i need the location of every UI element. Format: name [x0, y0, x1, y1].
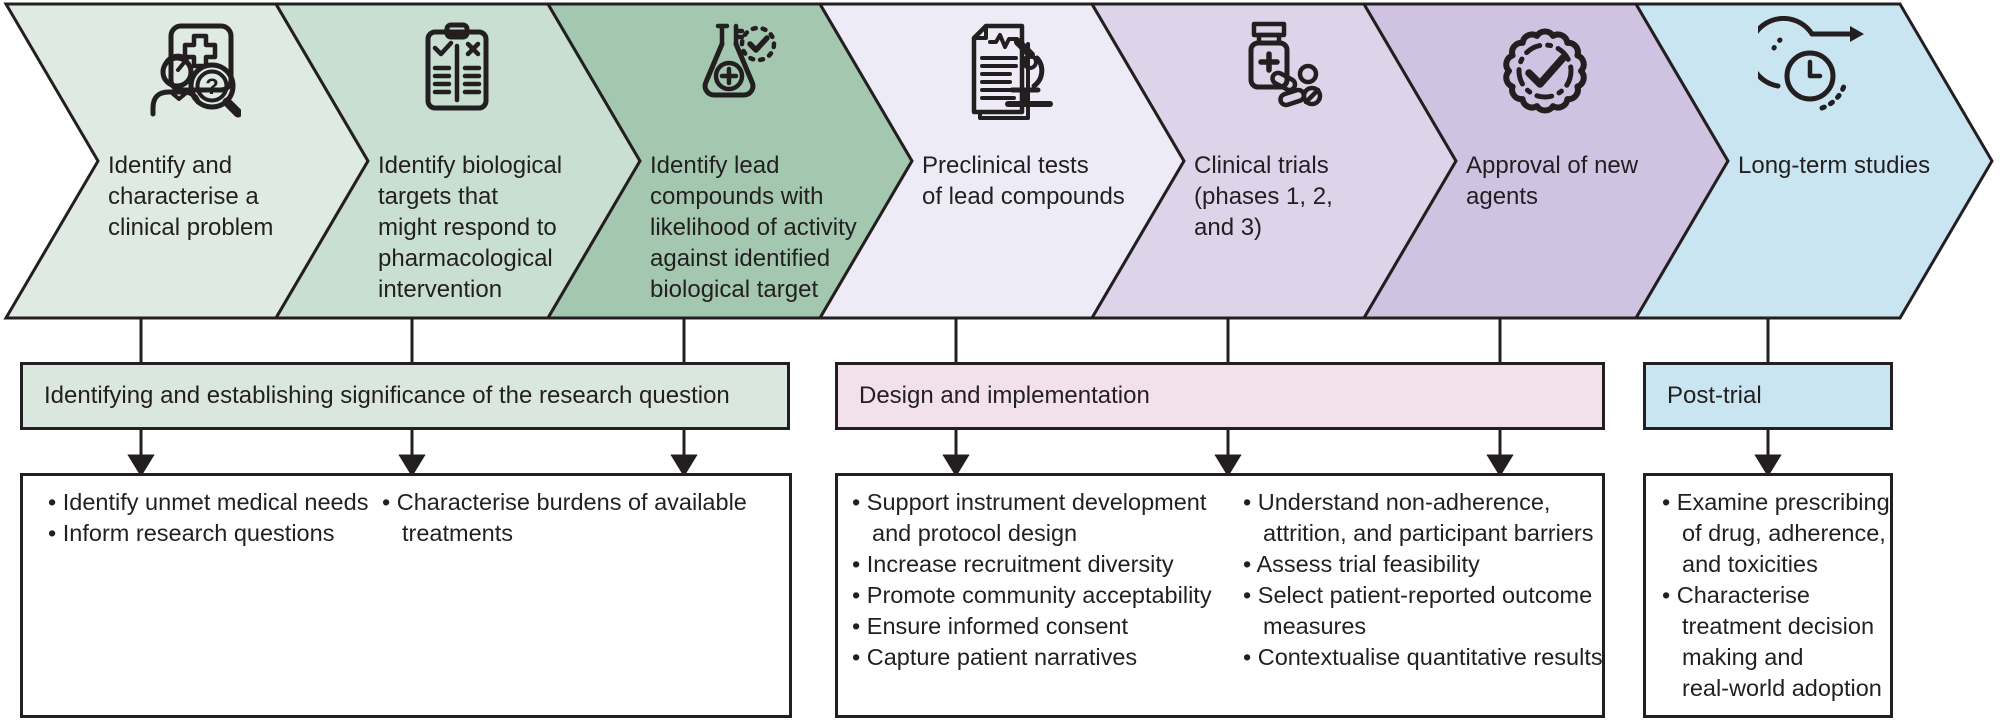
chevron-label-5: Clinical trials (phases 1, 2, and 3) — [1194, 152, 1333, 241]
chevron-label-7: Long-term studies — [1738, 152, 1931, 179]
list-item: Characterise treatment decision making a… — [1662, 580, 1892, 704]
list-item: Contextualise quantitative results — [1243, 642, 1613, 673]
approval-badge-icon — [1490, 16, 1600, 126]
history-clock-icon — [1746, 15, 1868, 126]
list-item: Identify unmet medical needs — [48, 487, 378, 518]
design-bullets-col2: Understand non-adherence, attrition, and… — [1243, 487, 1613, 673]
list-item: Inform research questions — [48, 518, 378, 549]
phase-bar-significance: Identifying and establishing significanc… — [20, 362, 790, 430]
pill-bottle-icon — [1218, 16, 1328, 126]
checklist-clipboard-icon — [402, 16, 512, 126]
svg-text:?: ? — [205, 74, 218, 99]
chevron-label-1: Identify and characterise a clinical pro… — [108, 152, 274, 241]
chevron-shape-7 — [1633, 2, 1994, 320]
chevron-to-bar-connectors — [139, 317, 1770, 362]
list-item: Assess trial feasibility — [1243, 549, 1613, 580]
chevron-label-3: Identify lead compounds with likelihood … — [650, 152, 857, 303]
significance-bullets-col1: Identify unmet medical needsInform resea… — [48, 487, 378, 549]
list-item: Ensure informed consent — [852, 611, 1242, 642]
document-microscope-icon — [946, 16, 1056, 126]
phase-bar-design-implementation: Design and implementation — [835, 362, 1605, 430]
post-trial-bullets: Examine prescribing of drug, adherence, … — [1662, 487, 1892, 704]
flask-check-icon — [674, 16, 784, 126]
chevron-label-2: Identify biological targets that might r… — [378, 152, 563, 303]
list-item: Characterise burdens of available treatm… — [382, 487, 782, 549]
bar-to-box-arrows — [127, 429, 1782, 477]
list-item: Promote community acceptability — [852, 580, 1242, 611]
phase-bar-title: Identifying and establishing significanc… — [44, 382, 730, 409]
phase-bar-post-trial: Post-trial — [1643, 362, 1893, 430]
significance-bullets-col2: Characterise burdens of available treatm… — [382, 487, 782, 549]
chevron-label-6: Approval of new agents — [1466, 152, 1639, 210]
list-item: Support instrument development and proto… — [852, 487, 1242, 549]
chevron-label-4: Preclinical tests of lead compounds — [922, 152, 1125, 210]
list-item: Capture patient narratives — [852, 642, 1242, 673]
list-item: Select patient-reported outcome measures — [1243, 580, 1613, 642]
list-item: Examine prescribing of drug, adherence, … — [1662, 487, 1892, 580]
list-item: Increase recruitment diversity — [852, 549, 1242, 580]
list-item: Understand non-adherence, attrition, and… — [1243, 487, 1613, 549]
phase-bar-title: Post-trial — [1667, 382, 1762, 409]
phase-bar-title: Design and implementation — [859, 382, 1150, 409]
design-bullets-col1: Support instrument development and proto… — [852, 487, 1242, 673]
clinician-search-icon: ? — [131, 16, 243, 126]
